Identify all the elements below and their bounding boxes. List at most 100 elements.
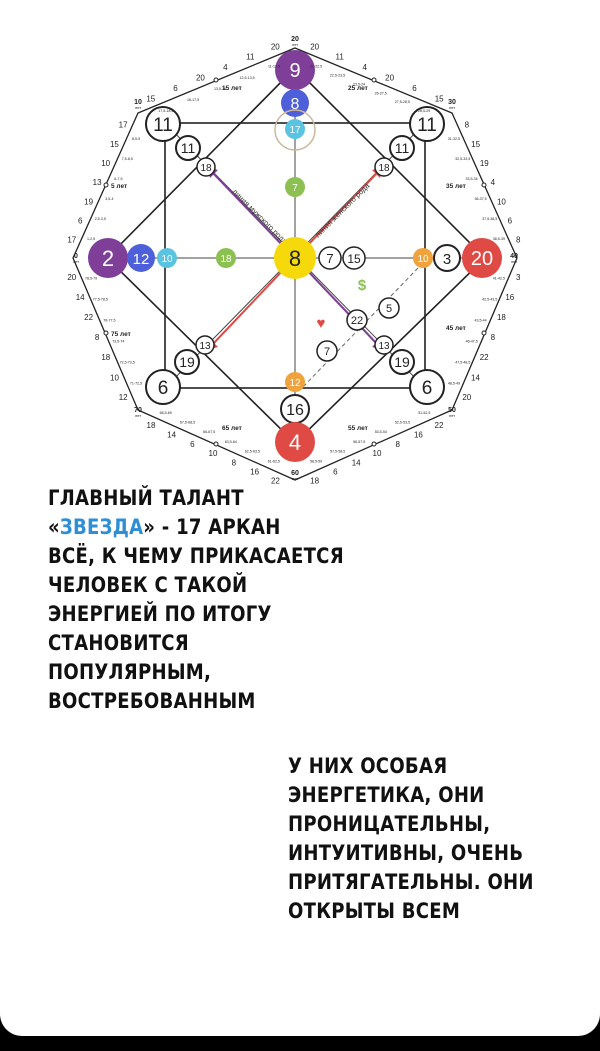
node-right-orange-10[interactable] xyxy=(413,248,433,268)
node-right-20[interactable] xyxy=(462,238,502,278)
outer-number: 4 xyxy=(223,63,228,72)
age-point-value: 40 xyxy=(510,253,518,260)
outer-number: 10 xyxy=(373,449,382,458)
age-point-40: 40 лет xyxy=(510,253,518,264)
node-left-2[interactable] xyxy=(88,238,128,278)
node-money-5[interactable] xyxy=(378,297,400,319)
female-line-label: линия женского рода xyxy=(313,181,372,240)
age-point-30: 30 лет xyxy=(448,99,456,110)
lower-right-arrow xyxy=(304,267,379,346)
male-line-label: линия мужского рода xyxy=(231,187,290,246)
age-point-50: 50 лет xyxy=(448,407,456,418)
outer-number: 18 xyxy=(147,421,156,430)
outer-number: 13 xyxy=(93,178,102,187)
node-br-outer-6[interactable] xyxy=(409,369,445,405)
node-bottom-16-label: 16 xyxy=(286,402,304,419)
node-top-9[interactable] xyxy=(275,50,315,90)
age-point-10: 10 лет xyxy=(134,99,142,110)
node-right-3[interactable] xyxy=(433,244,461,272)
age-range-label: 12,5-13,5 xyxy=(240,76,255,80)
node-right-20-label: 20 xyxy=(471,248,493,270)
node-top-ring xyxy=(274,109,316,151)
outer-number: 14 xyxy=(167,430,176,439)
node-tr-small-18[interactable] xyxy=(374,157,394,177)
node-center-8[interactable] xyxy=(274,237,316,279)
node-top-green-7-label: 7 xyxy=(292,183,298,194)
age-range-label: 13,5-14 xyxy=(214,87,226,91)
node-left-cyan-10[interactable] xyxy=(157,248,177,268)
node-br-small-13-label: 13 xyxy=(378,341,390,352)
node-tl-small-18[interactable] xyxy=(196,157,216,177)
node-bl-inner-19[interactable] xyxy=(174,349,200,375)
age-range-label: 62,5-63,5 xyxy=(245,450,260,454)
outer-number: 22 xyxy=(84,313,93,322)
caption-line: ИНТУИТИВНЫ, ОЧЕНЬ xyxy=(288,841,524,865)
outer-octagon xyxy=(72,47,518,481)
node-bl-small-13-label: 13 xyxy=(199,341,211,352)
node-center-7-label: 7 xyxy=(326,251,333,266)
caption-line: У НИХ ОСОБАЯ xyxy=(288,754,448,778)
outer-number: 10 xyxy=(209,449,218,458)
node-heart-22[interactable] xyxy=(346,309,368,331)
age-range-label: 6-7,5 xyxy=(114,177,122,181)
outer-number: 20 xyxy=(462,393,471,402)
node-left-green-18[interactable] xyxy=(216,248,236,268)
node-tl-inner-11[interactable] xyxy=(175,135,201,161)
outer-number: 4 xyxy=(491,178,496,187)
node-top-cyan-17[interactable] xyxy=(285,119,305,139)
node-bottom-orange-12[interactable] xyxy=(285,372,305,392)
outer-number: 6 xyxy=(78,217,83,226)
outer-number: 20 xyxy=(385,73,394,82)
age-range-label: 66-67,5 xyxy=(203,430,215,434)
node-bottom-4[interactable] xyxy=(275,422,315,462)
caption-line: СТАНОВИТСЯ xyxy=(48,631,189,655)
node-br-inner-19-label: 19 xyxy=(394,354,410,370)
node-tr-inner-11[interactable] xyxy=(389,135,415,161)
node-bl-outer-6[interactable] xyxy=(145,369,181,405)
node-heart-22-label: 22 xyxy=(351,315,363,327)
node-left-blue-12[interactable] xyxy=(127,244,155,272)
node-top-blue-8[interactable] xyxy=(281,89,309,117)
caption-line: ПРОНИЦАТЕЛЬНЫ, xyxy=(288,812,491,836)
node-center-15-label: 15 xyxy=(347,252,361,266)
node-lower-7[interactable] xyxy=(316,340,338,362)
age-dot xyxy=(103,182,109,188)
outer-number: 12 xyxy=(119,393,128,402)
age-range-label: 38,5-39 xyxy=(493,237,505,241)
age-range-label: 1-2,5 xyxy=(87,237,95,241)
age-range-label: 61-62,5 xyxy=(268,460,280,464)
age-point-70: 70 лет xyxy=(134,407,142,418)
node-center-7[interactable] xyxy=(318,246,342,270)
age-range-label: 73,5-74 xyxy=(112,339,124,343)
outer-number: 20 xyxy=(196,73,205,82)
age-range-label: 43,5-44 xyxy=(474,319,486,323)
node-bl-small-13[interactable] xyxy=(195,335,215,355)
node-top-green-7[interactable] xyxy=(285,177,305,197)
caption-line: ГЛАВНЫЙ ТАЛАНТ xyxy=(48,486,244,510)
outer-number: 4 xyxy=(362,63,367,72)
outer-number: 11 xyxy=(336,53,345,62)
node-center-15[interactable] xyxy=(342,246,366,270)
male-line-arrow xyxy=(211,171,286,249)
age-label-35: 35 лет xyxy=(446,183,466,190)
node-top-blue-8-label: 8 xyxy=(291,96,300,113)
age-point-value: 50 xyxy=(448,407,456,414)
node-tr-outer-11[interactable] xyxy=(409,106,445,142)
age-label-25: 25 лет xyxy=(348,85,368,92)
outer-number: 22 xyxy=(480,353,489,362)
age-dot xyxy=(481,330,487,336)
node-lower-7-label: 7 xyxy=(324,346,330,358)
node-br-inner-19[interactable] xyxy=(389,349,415,375)
age-range-label: 57,5-58,5 xyxy=(330,450,345,454)
heart-icon: ♥ xyxy=(317,315,326,332)
outer-number: 6 xyxy=(412,84,417,93)
node-br-small-13[interactable] xyxy=(374,335,394,355)
age-range-label: 58,5-59 xyxy=(310,460,322,464)
age-point-value: 60 xyxy=(291,470,299,477)
outer-number: 8 xyxy=(95,333,100,342)
node-tl-outer-11[interactable] xyxy=(145,106,181,142)
small-range-ring: 21-22,522,5-23,523,5-2426-27,527,5-28,52… xyxy=(85,64,505,463)
age-range-label: 46-47,5 xyxy=(466,339,478,343)
age-range-label: 71-72,5 xyxy=(130,381,142,385)
outer-number: 14 xyxy=(471,373,480,382)
